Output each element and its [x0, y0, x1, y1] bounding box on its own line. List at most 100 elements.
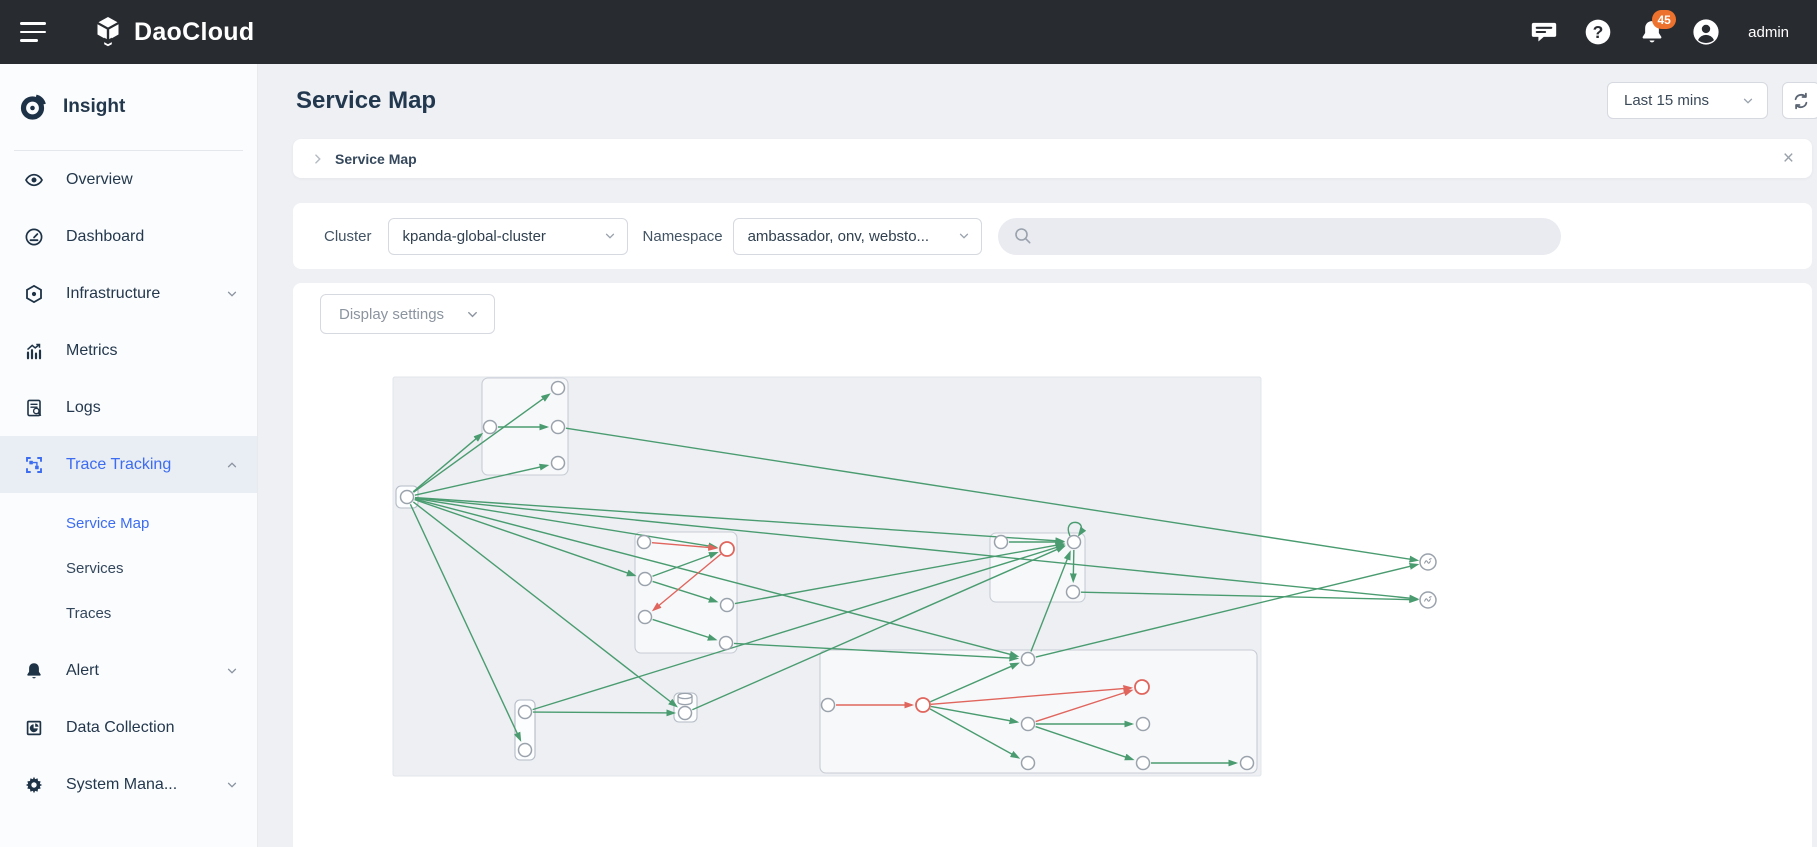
service-node[interactable]	[719, 597, 735, 613]
user-avatar[interactable]	[1692, 18, 1720, 46]
service-node[interactable]	[550, 455, 566, 471]
service-node[interactable]	[637, 609, 653, 625]
service-node[interactable]	[993, 534, 1009, 550]
service-edge-error	[930, 685, 1134, 706]
service-node[interactable]	[517, 704, 533, 720]
service-map-graph[interactable]	[293, 283, 1812, 847]
sidebar-item-trace-tracking[interactable]: Trace Tracking	[0, 436, 257, 493]
service-edge-ok	[1035, 563, 1420, 658]
message-icon[interactable]	[1530, 18, 1558, 46]
breadcrumb: Service Map ×	[293, 139, 1812, 178]
service-group-box	[819, 649, 1258, 774]
service-edge-ok	[652, 552, 719, 577]
service-node-error[interactable]	[915, 697, 931, 713]
sidebar-item-alert[interactable]: Alert	[0, 642, 257, 699]
service-node[interactable]	[1065, 584, 1081, 600]
service-node[interactable]	[1020, 755, 1036, 771]
sidebar-item-label: Data Collection	[66, 718, 175, 736]
service-node-error[interactable]	[719, 541, 735, 557]
time-range-select[interactable]: Last 15 mins	[1607, 82, 1768, 119]
sidebar-item-label: Infrastructure	[66, 284, 161, 302]
help-icon[interactable]: ?	[1584, 18, 1612, 46]
sidebar-divider	[14, 150, 243, 151]
service-edge-ok	[1069, 549, 1077, 584]
service-edge-ok	[652, 580, 719, 603]
hamburger-menu-icon[interactable]	[20, 22, 46, 42]
sidebar-item-logs[interactable]: Logs	[0, 379, 257, 436]
search-box[interactable]	[997, 217, 1561, 255]
service-node[interactable]	[677, 705, 693, 721]
search-icon	[1014, 228, 1031, 244]
sidebar-item-overview[interactable]: Overview	[0, 151, 257, 208]
service-node[interactable]	[1020, 716, 1036, 732]
namespace-value: ambassador, onv, websto...	[747, 227, 930, 245]
sidebar-item-infrastructure[interactable]: Infrastructure	[0, 265, 257, 322]
topbar-right: ? 45 admin	[1530, 0, 1817, 64]
namespace-select[interactable]: ambassador, onv, websto...	[732, 217, 982, 255]
close-icon[interactable]: ×	[1782, 148, 1794, 169]
service-edge-ok	[414, 497, 719, 550]
service-edge-error	[1035, 689, 1134, 723]
chevron-down-icon	[227, 291, 237, 297]
database-cylinder-top	[677, 692, 693, 700]
sidebar-subitem-services[interactable]: Services	[66, 560, 124, 577]
service-node[interactable]	[637, 571, 653, 587]
service-node[interactable]	[718, 635, 734, 651]
service-node[interactable]	[1020, 651, 1036, 667]
sidebar-item-label: Overview	[66, 170, 133, 188]
external-node-glyph	[1424, 558, 1432, 564]
sidebar-subitem-traces[interactable]: Traces	[66, 605, 112, 622]
service-node[interactable]	[482, 419, 498, 435]
service-node[interactable]	[550, 419, 566, 435]
sidebar-item-dashboard[interactable]: Dashboard	[0, 208, 257, 265]
service-node[interactable]	[1066, 534, 1082, 550]
product-name: Insight	[63, 96, 126, 117]
service-node[interactable]	[1239, 755, 1255, 771]
sidebar-item-label: Dashboard	[66, 227, 145, 245]
cluster-select[interactable]: kpanda-global-cluster	[387, 217, 628, 255]
service-node[interactable]	[1135, 755, 1151, 771]
service-node[interactable]	[517, 742, 533, 758]
admin-username[interactable]: admin	[1748, 23, 1789, 41]
search-input[interactable]	[1040, 227, 1521, 245]
eye-icon	[25, 173, 43, 186]
service-node[interactable]	[820, 697, 836, 713]
metrics-icon	[26, 343, 42, 359]
logs-icon	[27, 399, 42, 416]
service-node[interactable]	[399, 489, 415, 505]
service-node[interactable]	[636, 534, 652, 550]
breadcrumb-item[interactable]: Service Map	[335, 150, 417, 167]
product-header: Insight	[0, 64, 257, 150]
display-settings-label: Display settings	[339, 305, 445, 323]
refresh-button[interactable]	[1782, 82, 1817, 119]
sidebar-item-metrics[interactable]: Metrics	[0, 322, 257, 379]
time-range-value: Last 15 mins	[1624, 92, 1710, 109]
display-settings-button[interactable]: Display settings	[320, 294, 495, 334]
service-map-card: Display settings	[293, 283, 1812, 847]
chevron-up-icon	[227, 461, 237, 467]
sidebar-item-label: System Mana...	[66, 775, 178, 793]
service-node-error[interactable]	[1134, 679, 1150, 695]
sidebar-item-system-mana[interactable]: System Mana...	[0, 756, 257, 813]
namespace-label: Namespace	[642, 227, 723, 245]
service-node[interactable]	[1135, 716, 1151, 732]
service-edge-ok	[692, 545, 1066, 711]
sidebar-subitem-service-map[interactable]: Service Map	[66, 515, 150, 532]
cluster-value: kpanda-global-cluster	[402, 227, 546, 245]
chevron-down-icon	[227, 782, 237, 788]
filter-bar: Cluster kpanda-global-cluster Namespace …	[293, 203, 1812, 269]
service-node[interactable]	[550, 380, 566, 396]
sidebar-item-data-collection[interactable]: Data Collection	[0, 699, 257, 756]
topbar: DaoCloud ? 45 admin	[0, 0, 1817, 64]
notifications-bell[interactable]: 45	[1638, 10, 1677, 46]
service-edge-error	[651, 541, 719, 551]
chevron-down-icon	[605, 233, 614, 239]
page-title: Service Map	[296, 87, 437, 114]
self-loop-edge	[1067, 521, 1087, 537]
data-collection-icon	[26, 720, 42, 735]
chevron-down-icon	[959, 233, 968, 239]
service-edge-ok	[414, 497, 1420, 602]
